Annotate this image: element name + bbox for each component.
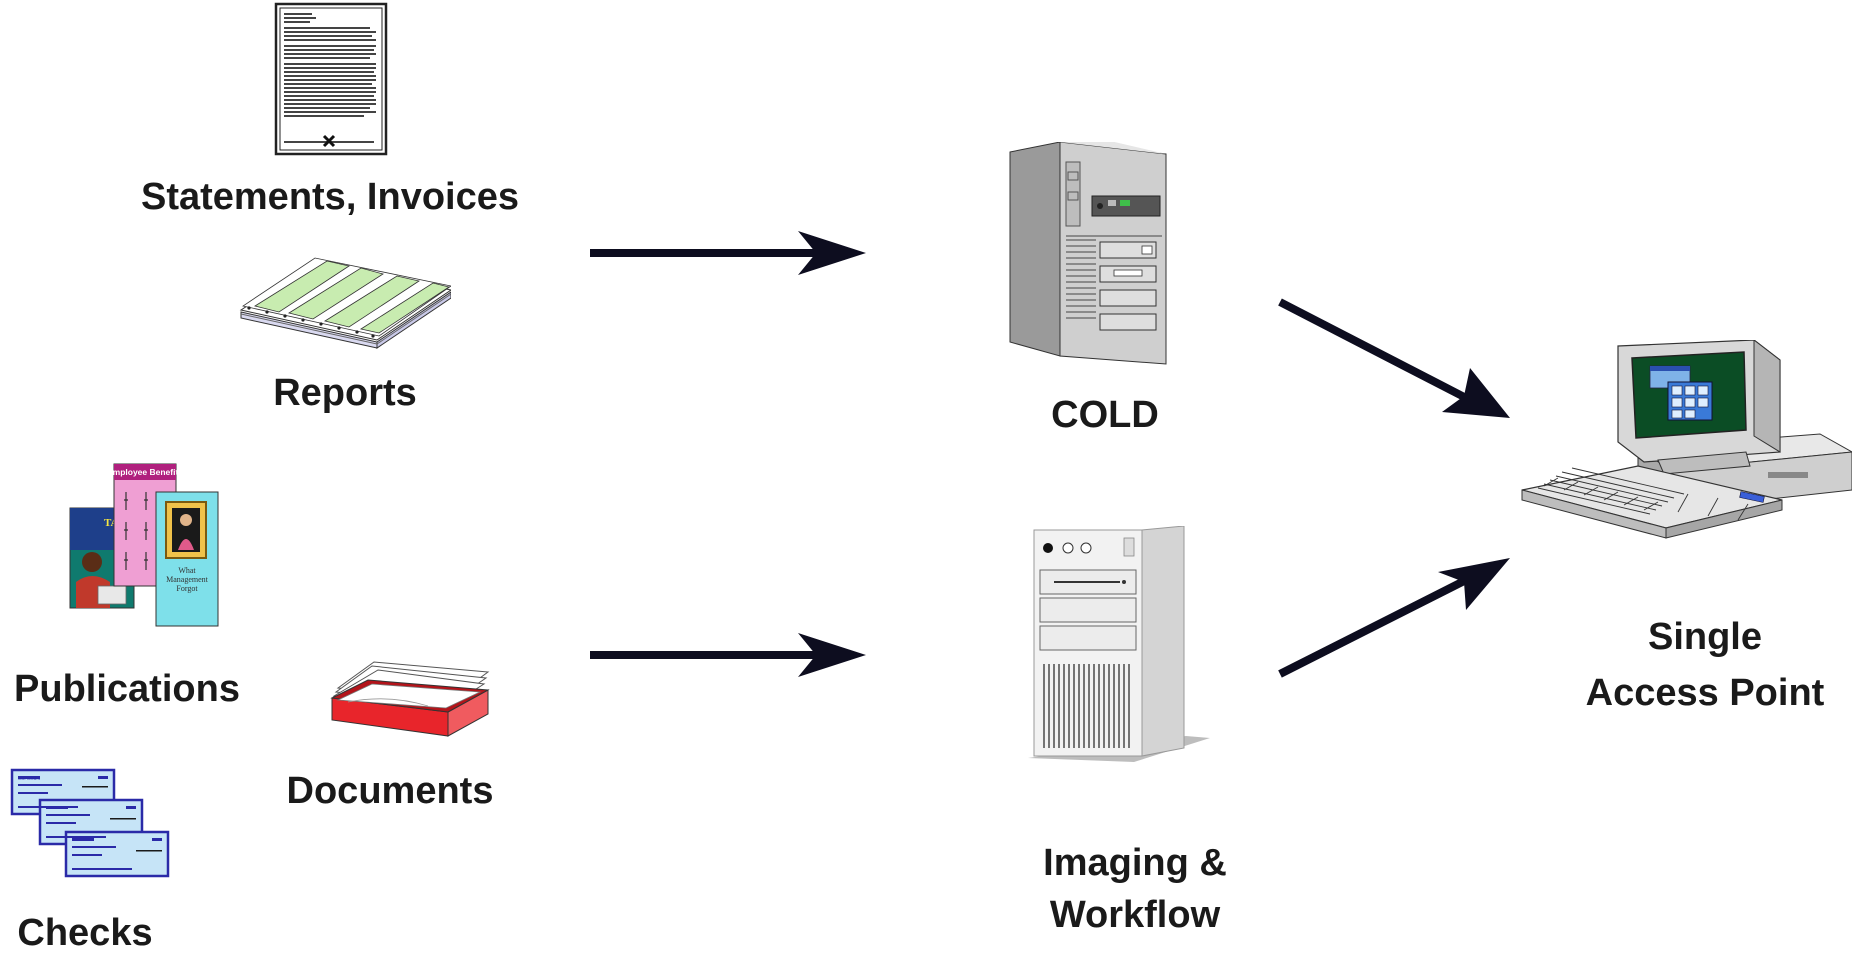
publications-label: Publications — [14, 668, 240, 710]
statements-invoices-label: Statements, Invoices — [140, 176, 520, 218]
single-access-point-label: Single Access Point — [1560, 614, 1850, 716]
employee-benefits-text: Employee Benefits — [107, 467, 183, 477]
imaging-label-line1: Imaging & — [1043, 842, 1227, 884]
arrow-cold-to-access-point — [1278, 298, 1510, 418]
imaging-workflow-label: Imaging & Workflow — [1010, 840, 1260, 938]
workstation-computer-icon — [1521, 340, 1852, 539]
what-management-forgot-text: What Management Forgot — [166, 566, 208, 593]
cold-label: COLD — [1051, 394, 1159, 436]
reports-label: Reports — [273, 372, 417, 414]
access-point-label-line2: Access Point — [1585, 672, 1825, 714]
arrow-imaging-to-access-point — [1278, 558, 1510, 678]
access-point-label-line1: Single — [1647, 616, 1763, 658]
checks-label: Checks — [17, 912, 153, 954]
imaging-server-icon — [1028, 526, 1210, 762]
cold-server-icon — [1009, 142, 1167, 365]
report-stack-icon — [239, 257, 451, 349]
publications-brochures-icon: TAX TIME! Employee Benefits What Managem… — [69, 463, 219, 627]
document-tray-icon — [330, 661, 490, 737]
imaging-label-line2: Workflow — [1049, 894, 1221, 936]
statement-document-icon — [274, 2, 388, 156]
checks-icon: JOE JONES — [10, 768, 170, 878]
arrow-documents-to-imaging — [590, 633, 866, 677]
documents-label: Documents — [286, 770, 494, 812]
arrow-reports-to-cold — [590, 231, 866, 275]
check-payee-text: JOE JONES — [18, 776, 41, 781]
